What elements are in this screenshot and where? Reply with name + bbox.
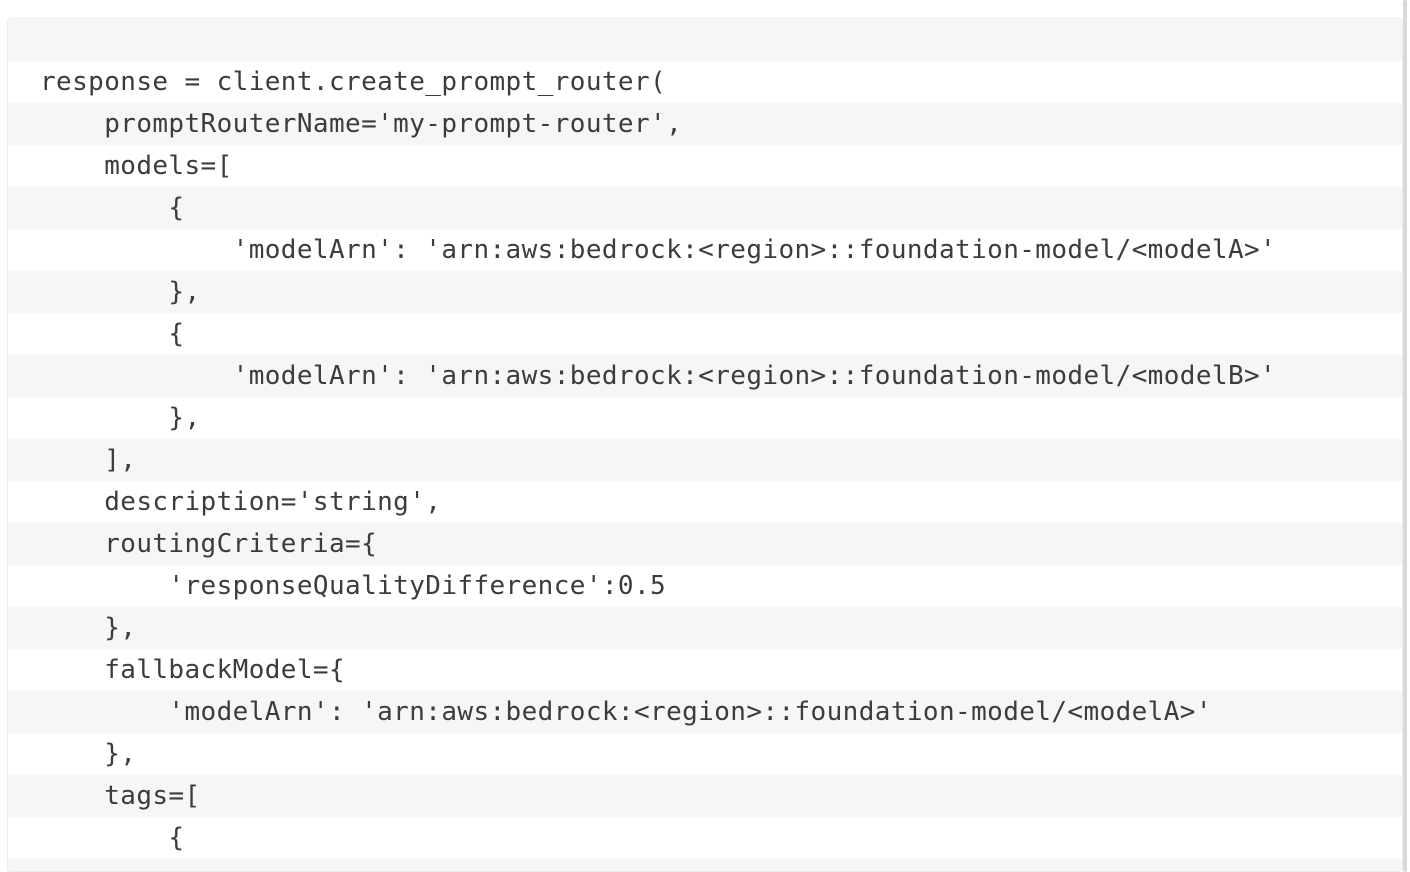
code-block: response = client.create_prompt_router( … [7, 18, 1403, 872]
code-line: { [8, 187, 1402, 229]
code-line: ], [8, 439, 1402, 481]
code-line: models=[ [8, 145, 1402, 187]
code-line: }, [8, 607, 1402, 649]
code-line: description='string', [8, 481, 1402, 523]
code-line: 'responseQualityDifference':0.5 [8, 565, 1402, 607]
code-line: routingCriteria={ [8, 523, 1402, 565]
code-line: promptRouterName='my-prompt-router', [8, 103, 1402, 145]
code-line: }, [8, 733, 1402, 775]
code-line: 'modelArn': 'arn:aws:bedrock:<region>::f… [8, 355, 1402, 397]
code-line: { [8, 313, 1402, 355]
code-line: tags=[ [8, 775, 1402, 817]
code-line: }, [8, 271, 1402, 313]
code-line: response = client.create_prompt_router( [8, 61, 1402, 103]
code-line: fallbackModel={ [8, 649, 1402, 691]
page-scrollbar-thumb[interactable] [1403, 0, 1407, 872]
code-line: 'modelArn': 'arn:aws:bedrock:<region>::f… [8, 229, 1402, 271]
code-line [8, 19, 1402, 61]
code-line: { [8, 817, 1402, 859]
code-line: 'modelArn': 'arn:aws:bedrock:<region>::f… [8, 691, 1402, 733]
code-line: }, [8, 397, 1402, 439]
code-line [8, 859, 1402, 871]
